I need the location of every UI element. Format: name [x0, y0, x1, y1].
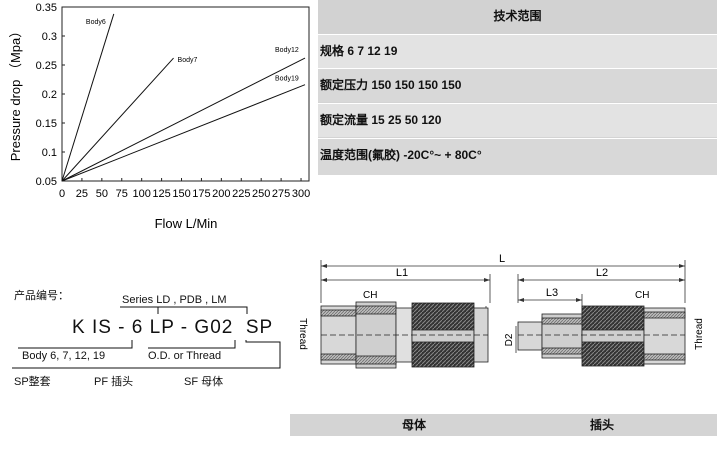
series-label-body7: Body7 [178, 57, 198, 64]
y-tick-label: 0.15 [36, 118, 57, 130]
series-label-body19: Body19 [275, 76, 299, 83]
dim-D2: D2 [504, 333, 515, 346]
series-label-body6: Body6 [86, 19, 106, 26]
x-tick-label: 75 [116, 188, 128, 200]
model-code-brackets [12, 306, 281, 369]
x-tick-label: 0 [59, 188, 65, 200]
x-tick-label: 275 [272, 188, 290, 200]
bottom-label-bar: 母体 插头 [290, 414, 717, 436]
y-tick-label: 0.1 [42, 147, 57, 159]
chart-y-axis-label: Pressure drop （Mpa） [8, 25, 23, 162]
x-tick-label: 175 [192, 188, 210, 200]
spec-row-pressure: 额定压力 150 150 150 150 [318, 69, 717, 102]
sp-label: SP整套 [14, 376, 51, 388]
model-code: K IS - 6 LP - G02 SP [72, 317, 274, 338]
dim-CH-female: CH [363, 290, 377, 301]
od-thread-label: O.D. or Thread [148, 350, 222, 362]
pf-label: PF 插头 [94, 376, 134, 388]
dim-L: L [499, 253, 505, 265]
female-coupling [320, 301, 489, 369]
spec-row-size: 规格 6 7 12 19 [318, 35, 717, 68]
x-tick-label: 150 [172, 188, 190, 200]
y-tick-label: 0.05 [36, 176, 57, 188]
series-label-body12: Body12 [275, 47, 299, 54]
model-title: 产品编号： [14, 290, 69, 302]
series-line-body19 [61, 84, 306, 182]
series-line-body12 [61, 57, 306, 182]
x-tick-label: 25 [76, 188, 88, 200]
coupling-drawing: L L1 L2 L3 CH CH D1 D2 Thread Thread [297, 253, 705, 369]
dim-L3: L3 [546, 287, 558, 299]
spec-row-flow: 额定流量 15 25 50 120 [318, 104, 717, 137]
dim-thread-male: Thread [694, 318, 705, 350]
chart-x-axis-label: Flow L/Min [155, 216, 218, 231]
series-line-body7 [61, 57, 174, 182]
female-label: 母体 [402, 418, 427, 432]
chart-plot-frame [61, 6, 310, 182]
male-coupling [517, 305, 686, 367]
spec-row-temperature: 温度范围(氟胶) -20C°~ + 80C° [318, 139, 717, 175]
spec-header: 技术范围 [318, 0, 717, 34]
x-tick-label: 300 [292, 188, 310, 200]
body-label: Body 6, 7, 12, 19 [22, 350, 106, 362]
x-tick-label: 225 [232, 188, 250, 200]
series-label: Series LD , PDB , LM [122, 294, 227, 306]
dim-thread-female: Thread [297, 318, 308, 350]
x-tick-label: 125 [152, 188, 170, 200]
y-tick-label: 0.2 [42, 89, 57, 101]
dim-L2: L2 [596, 267, 608, 279]
dim-CH-male: CH [635, 290, 649, 301]
y-tick-label: 0.25 [36, 60, 57, 72]
y-tick-label: 0.35 [36, 2, 57, 14]
male-label: 插头 [590, 418, 615, 432]
x-tick-label: 100 [132, 188, 150, 200]
series-line-body6 [61, 13, 115, 182]
y-tick-label: 0.3 [42, 31, 57, 43]
spec-table: 技术范围 规格 6 7 12 19 额定压力 150 150 150 150 额… [318, 0, 717, 175]
dim-L1: L1 [396, 267, 408, 279]
x-tick-label: 250 [252, 188, 270, 200]
x-tick-label: 200 [212, 188, 230, 200]
x-tick-label: 50 [96, 188, 108, 200]
sf-label: SF 母体 [184, 376, 224, 388]
